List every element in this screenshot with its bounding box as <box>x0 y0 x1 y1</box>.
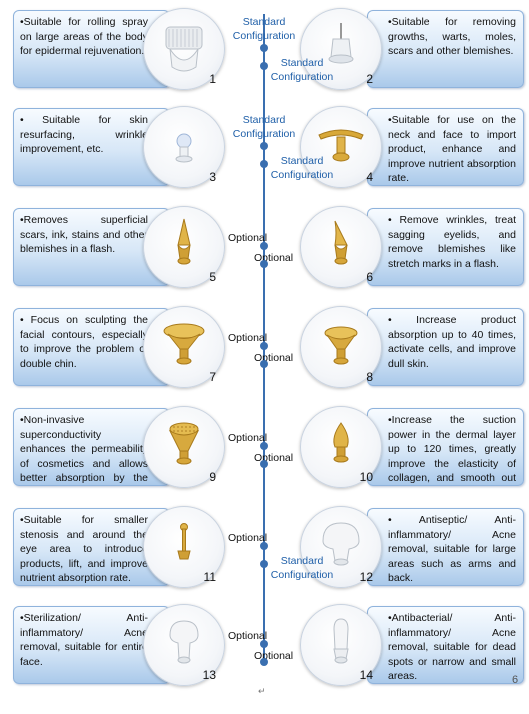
item-3-image: 3 <box>143 106 225 188</box>
item-number: 3 <box>209 170 216 184</box>
config-label: Standard Configuration <box>232 16 296 42</box>
gold-curved-spike-head-icon <box>334 220 348 265</box>
config-label: Optional <box>228 232 268 244</box>
timeline-node <box>260 658 268 666</box>
item-number: 1 <box>209 72 216 86</box>
item-number: 4 <box>366 170 373 184</box>
item-description: •Suitable for use on the neck and face t… <box>388 114 516 185</box>
item-number: 12 <box>359 570 373 584</box>
item-10-card: •Increase the suction power in the derma… <box>367 408 524 486</box>
white-large-dome-head-icon <box>322 522 360 566</box>
paragraph-mark: ↵ <box>258 686 266 696</box>
item-number: 13 <box>202 668 216 682</box>
item-description: •Non-invasive superconductivity enhances… <box>20 414 148 485</box>
item-8-image: 8 <box>300 306 382 388</box>
timeline-node <box>260 442 268 450</box>
item-9-image: 9 <box>143 406 225 488</box>
gold-textured-head-icon <box>168 422 200 465</box>
item-6-card: • Remove wrinkles, treat sagging eyelids… <box>367 208 524 286</box>
item-description: •Suitable for removing growths, warts, m… <box>388 16 516 58</box>
item-10-image: 10 <box>300 406 382 488</box>
needle-tip-head-icon <box>328 23 354 64</box>
timeline-spine <box>263 14 265 660</box>
item-description: • Focus on sculpting the facial contours… <box>20 314 148 370</box>
white-narrow-head-icon <box>333 618 349 664</box>
item-description: • Increase product absorption up to 40 t… <box>388 314 516 370</box>
gold-mushroom-head-icon <box>163 323 205 365</box>
t-bar-gold-head-icon <box>318 129 364 162</box>
config-label: Optional <box>228 432 268 444</box>
item-description: •Suitable for rolling spray on large are… <box>20 16 148 58</box>
gold-medium-mushroom-head-icon <box>324 326 358 365</box>
item-5-image: 5 <box>143 206 225 288</box>
item-6-image: 6 <box>300 206 382 288</box>
config-label: Optional <box>228 332 268 344</box>
white-medium-dome-head-icon <box>169 620 199 664</box>
small-gold-pin-head-icon <box>177 523 191 560</box>
item-14-card: •Antibacterial/ Anti-inflammatory/ Acne … <box>367 606 524 684</box>
item-number: 8 <box>366 370 373 384</box>
timeline-node <box>260 160 268 168</box>
config-label: Standard Configuration <box>232 114 296 140</box>
item-description: •Removes superficial scars, ink, stains … <box>20 214 148 256</box>
item-12-image: 12 <box>300 506 382 588</box>
item-12-card: • Antiseptic/ Anti-inflammatory/ Acne re… <box>367 508 524 586</box>
config-label: Optional <box>228 532 268 544</box>
timeline-node <box>260 260 268 268</box>
item-2-image: 2 <box>300 8 382 90</box>
timeline-node <box>260 360 268 368</box>
config-label: Standard Configuration <box>270 57 334 83</box>
timeline-node <box>260 542 268 550</box>
item-number: 6 <box>366 270 373 284</box>
item-description: •Increase the suction power in the derma… <box>388 414 516 485</box>
config-label: Standard Configuration <box>270 155 334 181</box>
item-1-image: 1 <box>143 8 225 90</box>
roller-head-icon <box>165 26 203 72</box>
item-11-image: 11 <box>143 506 225 588</box>
timeline-node <box>260 44 268 52</box>
item-number: 11 <box>203 570 216 584</box>
item-14-image: 14 <box>300 604 382 686</box>
item-description: • Antiseptic/ Anti-inflammatory/ Acne re… <box>388 514 516 585</box>
small-suction-head-icon <box>175 133 193 163</box>
item-8-card: • Increase product absorption up to 40 t… <box>367 308 524 386</box>
timeline-node <box>260 560 268 568</box>
config-label: Standard Configuration <box>270 555 334 581</box>
item-number: 7 <box>209 370 216 384</box>
item-description: •Sterilization/ Anti-inflammatory/ Acne … <box>20 612 148 668</box>
item-description: •Antibacterial/ Anti-inflammatory/ Acne … <box>388 612 516 683</box>
item-number: 5 <box>209 270 216 284</box>
timeline-node <box>260 640 268 648</box>
item-description: • Suitable for skin resurfacing, wrinkle… <box>20 114 148 156</box>
item-4-image: 4 <box>300 106 382 188</box>
item-4-card: •Suitable for use on the neck and face t… <box>367 108 524 186</box>
item-description: • Remove wrinkles, treat sagging eyelids… <box>388 214 516 270</box>
item-1-card: •Suitable for rolling spray on large are… <box>13 10 170 88</box>
timeline-node <box>260 460 268 468</box>
timeline-node <box>260 342 268 350</box>
item-number: 14 <box>359 668 373 682</box>
timeline-node <box>260 142 268 150</box>
gold-spike-head-icon <box>177 218 191 265</box>
page-number: 6 <box>512 674 519 686</box>
item-description: •Suitable for smaller stenosis and aroun… <box>20 514 148 585</box>
item-2-card: •Suitable for removing growths, warts, m… <box>367 10 524 88</box>
config-label: Optional <box>228 630 268 642</box>
timeline-node <box>260 242 268 250</box>
item-7-card: • Focus on sculpting the facial contours… <box>13 308 170 386</box>
item-7-image: 7 <box>143 306 225 388</box>
gold-cone-head-icon <box>333 422 349 463</box>
item-13-image: 13 <box>143 604 225 686</box>
item-number: 2 <box>366 72 373 86</box>
item-number: 10 <box>359 470 373 484</box>
item-number: 9 <box>209 470 216 484</box>
timeline-node <box>260 62 268 70</box>
